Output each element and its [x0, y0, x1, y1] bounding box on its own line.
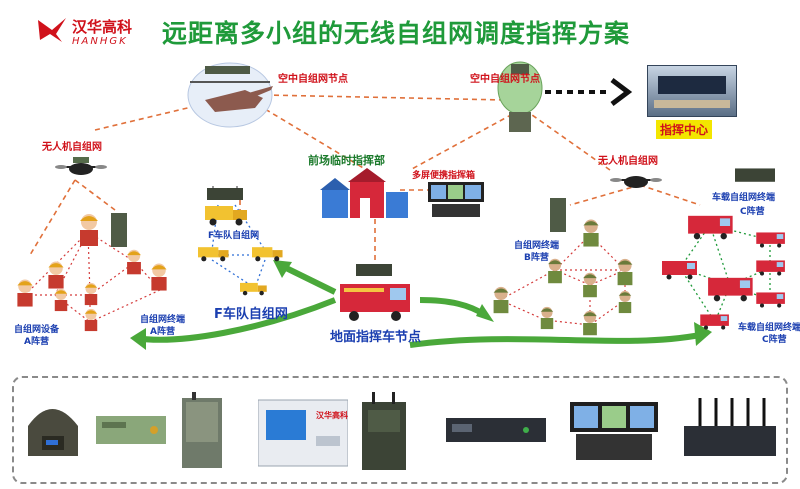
fire-truck-icon: [662, 261, 697, 280]
soldier-icon: [540, 306, 554, 330]
camp-a-device-sublabel: A阵营: [24, 337, 49, 347]
camp-b-terminal-label: 自组网终端: [514, 241, 560, 251]
fire-truck-icon: [708, 277, 753, 302]
soldier-icon: [84, 308, 98, 332]
air-node-balloon-label: 空中自组网节点: [470, 74, 540, 85]
soldier-icon: [583, 310, 597, 336]
soldier-icon: [583, 272, 597, 298]
fire-truck-icon: [688, 215, 733, 240]
soldier-icon: [548, 258, 562, 284]
multi-screen-case-icon: [428, 182, 484, 217]
rack-unit-icon: [446, 418, 546, 442]
fire-truck-icon: [700, 314, 729, 330]
logo-bird-icon: [38, 18, 66, 42]
command-center-label: 指挥中心: [656, 120, 713, 139]
truck-icon: [240, 282, 267, 296]
command-center-photo: [647, 65, 737, 117]
company-logo: 汉华高科 HANHGK: [36, 14, 156, 56]
soldier-icon: [151, 263, 167, 291]
camp-c-vehicle-top-sublabel: C阵营: [740, 207, 765, 217]
multi-screen-label: 多屏便携指挥箱: [412, 171, 476, 181]
portable-command-case-icon: [570, 402, 658, 460]
balloon-icon: [497, 61, 543, 132]
page-title: 远距离多小组的无线自组网调度指挥方案: [162, 19, 631, 48]
forward-hq-building-icon: [320, 168, 408, 218]
camp-a-device-label: 自组网设备: [14, 325, 60, 335]
soldier-icon: [17, 279, 33, 307]
fire-truck-icon: [340, 284, 410, 321]
soldier-icon: [617, 258, 633, 286]
convoy-f-label: F车队自组网: [214, 307, 288, 322]
radio-device-icon: [111, 213, 127, 247]
radio-box-icon: [207, 186, 243, 200]
camp-c-vehicle-bottom-label: 车载自组网终端: [738, 323, 800, 333]
convoy-f-inner-label: F车队自组网: [208, 231, 260, 241]
air-node-helicopter: [185, 60, 275, 130]
radio-box-icon: [356, 264, 392, 276]
uav-right-label: 无人机自组网: [598, 156, 658, 167]
rugged-radio-icon: [182, 392, 222, 468]
camp-b-terminal-sublabel: B阵营: [524, 253, 549, 263]
fire-truck-icon: [756, 292, 785, 308]
radio-box-icon: [735, 168, 775, 182]
flat-module-icon: [96, 416, 166, 444]
product-showcase: 汉华高科: [12, 376, 788, 484]
soldier-icon: [54, 288, 68, 312]
forward-hq-label: 前场临时指挥部: [308, 154, 385, 167]
air-node-balloon: [495, 60, 545, 135]
soldier-icon: [127, 249, 141, 275]
soldier-icon: [618, 290, 632, 314]
soldier-icon: [48, 261, 64, 289]
radio-device-icon: [550, 198, 566, 232]
helmet-device-icon: [28, 409, 78, 456]
helicopter-icon: [187, 62, 273, 128]
camp-a-terminal-sublabel: A阵营: [150, 327, 175, 337]
truck-icon: [252, 247, 283, 262]
ground-vehicle-label: 地面指挥车节点: [330, 330, 422, 345]
camp-c-vehicle-top-label: 车载自组网终端: [712, 193, 776, 203]
manpack-radio-icon: [362, 392, 406, 470]
soldier-icon: [84, 282, 98, 306]
to-command-center-arrow: [545, 78, 633, 106]
logo-english-text: HANHGK: [72, 36, 128, 47]
uav-left-icon: [55, 157, 107, 175]
logo-chinese-text: 汉华高科: [72, 18, 133, 36]
router-antenna-icon: [684, 398, 776, 456]
uav-left-label: 无人机自组网: [42, 142, 102, 153]
fire-truck-icon: [756, 260, 785, 276]
fire-truck-icon: [756, 232, 785, 248]
truck-icon: [198, 247, 229, 262]
soldier-icon: [493, 286, 509, 314]
uav-right-icon: [610, 176, 662, 188]
device-brand-label: 汉华高科: [316, 410, 348, 420]
soldier-icon: [583, 219, 599, 247]
display-terminal-icon: 汉华高科: [258, 399, 348, 467]
camp-c-vehicle-bottom-sublabel: C阵营: [762, 335, 787, 345]
camp-a-terminal-label: 自组网终端: [140, 315, 186, 325]
air-node-helicopter-label: 空中自组网节点: [278, 74, 348, 85]
soldier-icon: [80, 214, 98, 246]
truck-icon: [205, 206, 247, 226]
